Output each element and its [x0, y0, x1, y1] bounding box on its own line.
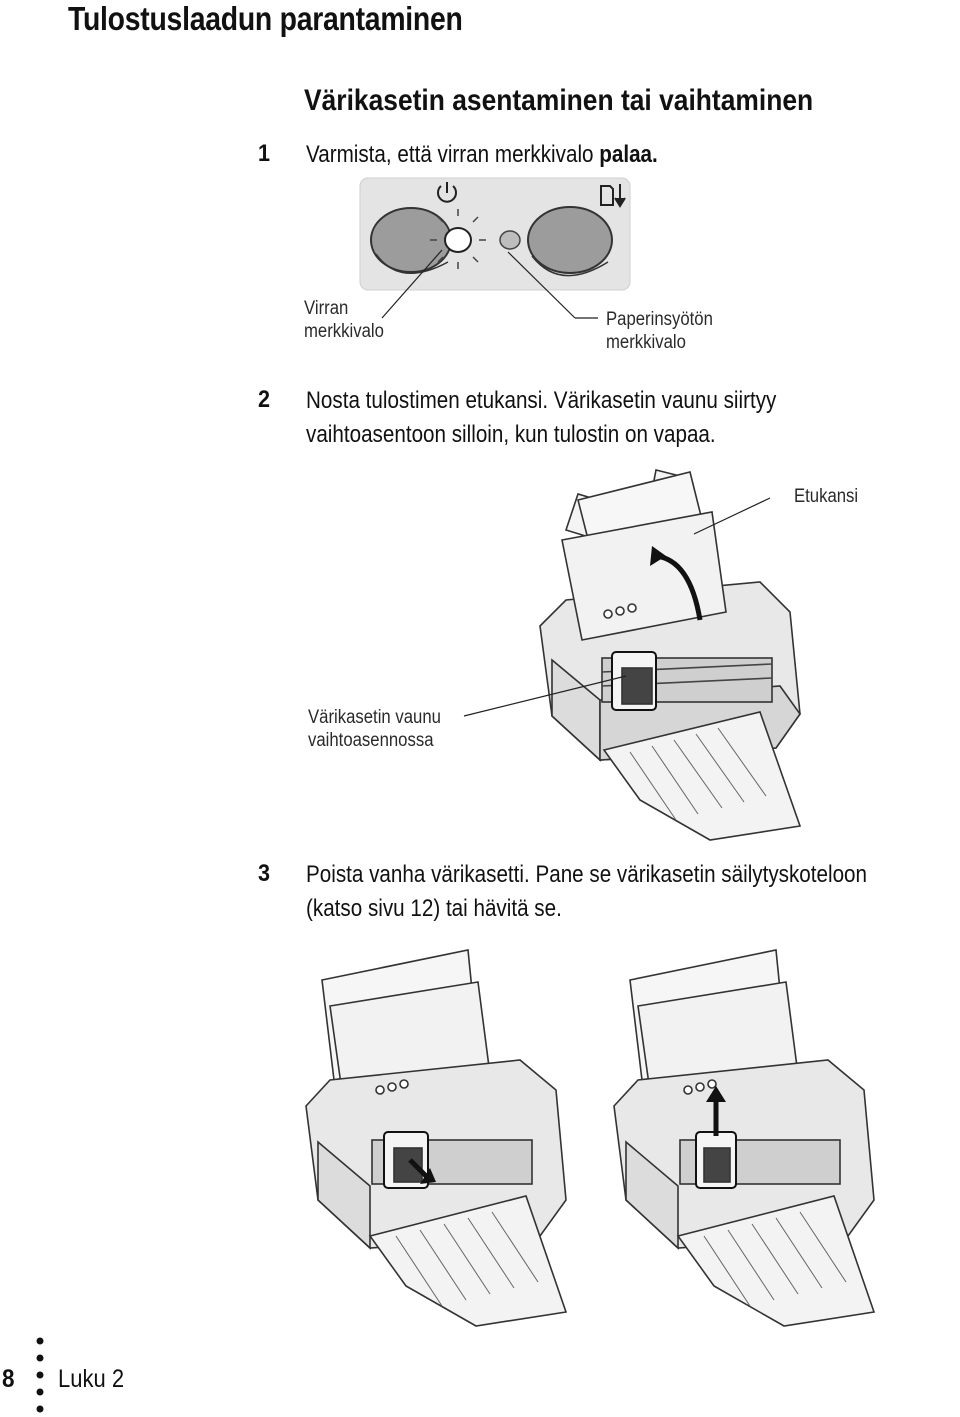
callout-power-light-line1: Virran	[304, 298, 349, 319]
callout-paper-feed-line2: merkkivalo	[606, 332, 686, 353]
step-2-text-line1: Nosta tulostimen etukansi. Värikasetin v…	[306, 387, 777, 414]
paper-feed-light	[499, 230, 521, 250]
power-icon	[437, 182, 457, 203]
step-1-text: Varmista, että virran merkkivalo palaa.	[306, 138, 658, 172]
footer-chapter: Luku 2	[58, 1365, 125, 1393]
footer-page-number: 8	[2, 1365, 15, 1393]
callout-paper-feed-light: Paperinsyötön merkkivalo	[606, 308, 713, 354]
step-number-3: 3	[258, 860, 271, 887]
page-title: Tulostuslaadun parantaminen	[68, 0, 463, 37]
step-3-text-line2: (katso sivu 12) tai hävitä se.	[306, 895, 562, 922]
paper-feed-button	[527, 206, 613, 274]
step-3-text-line1: Poista vanha värikasetti. Pane se värika…	[306, 861, 868, 888]
callout-paper-feed-line1: Paperinsyötön	[606, 309, 713, 330]
step-1-text-bold: palaa.	[599, 141, 658, 168]
printer-left	[305, 949, 568, 1327]
front-cover	[561, 511, 727, 641]
callout-carrier-line1: Värikasetin vaunu	[308, 707, 441, 728]
power-light-glow-rays	[430, 209, 486, 269]
step-number-1: 1	[258, 140, 271, 167]
callout-carrier: Värikasetin vaunu vaihtoasennossa	[308, 706, 441, 752]
callout-power-light-line2: merkkivalo	[304, 321, 384, 342]
section-heading: Värikasetin asentaminen tai vaihtaminen	[304, 84, 814, 117]
callout-carrier-line2: vaihtoasennossa	[308, 730, 434, 751]
step-number-2: 2	[258, 386, 271, 413]
power-light	[444, 227, 472, 253]
remove-arrow-left	[408, 1158, 428, 1178]
callout-front-cover: Etukansi	[794, 486, 859, 507]
step-2-text-line2: vaihtoasentoon silloin, kun tulostin on …	[306, 421, 716, 448]
step-1-text-main: Varmista, että virran merkkivalo	[306, 141, 600, 168]
callout-power-light: Virran merkkivalo	[304, 297, 384, 343]
paper-feed-icon	[600, 184, 626, 208]
printer-right	[613, 949, 876, 1327]
